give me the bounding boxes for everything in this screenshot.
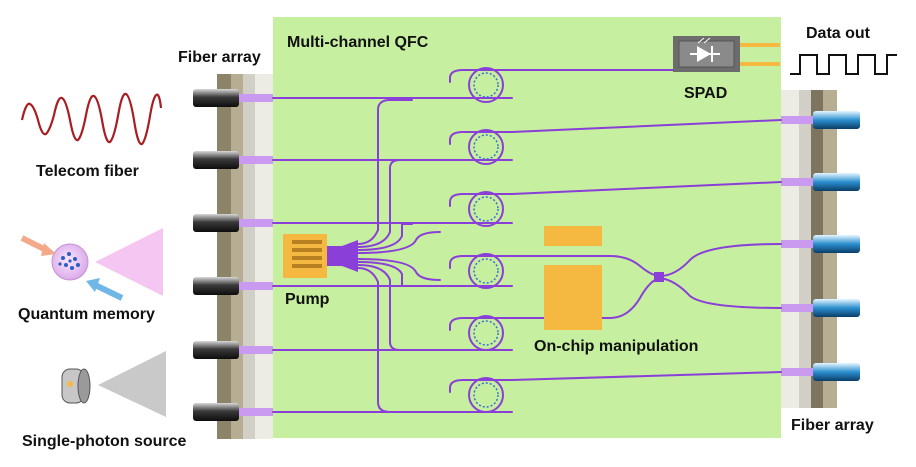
pump-laser [283, 234, 358, 278]
chip-body [273, 17, 781, 438]
left-fiber-3 [193, 214, 273, 232]
right-fibers [781, 111, 860, 381]
chip-title: Multi-channel QFC [287, 34, 429, 51]
rings [468, 67, 504, 413]
right-fiber-3 [781, 235, 860, 253]
left-fibers [193, 89, 273, 421]
right-fiber-5 [781, 363, 860, 381]
fiber-array-left [217, 74, 273, 439]
right-fiber-1 [781, 111, 860, 129]
quantum-memory-icon [20, 228, 163, 301]
single-photon-source-icon [61, 351, 166, 417]
on-chip-manipulation-pads [544, 226, 664, 330]
fiber-array-left-label: Fiber array [178, 49, 261, 66]
ring-1 [468, 67, 504, 103]
pump-label: Pump [285, 291, 330, 308]
spad-detector [673, 36, 780, 72]
ring-3 [468, 191, 504, 227]
fiber-array-right [781, 90, 837, 408]
ring-5 [468, 315, 504, 351]
single-photon-source-label: Single-photon source [22, 433, 187, 450]
right-fiber-2 [781, 173, 860, 191]
ring-4 [468, 253, 504, 289]
quantum-memory-label: Quantum memory [18, 306, 155, 323]
left-fiber-1 [193, 89, 273, 107]
left-fiber-6 [193, 403, 273, 421]
telecom-fiber-label: Telecom fiber [36, 163, 139, 180]
telecom-fiber-wave [20, 92, 163, 146]
left-fiber-2 [193, 151, 273, 169]
on-chip-manipulation-label: On-chip manipulation [534, 338, 698, 355]
right-fiber-4 [781, 299, 860, 317]
spad-label: SPAD [684, 85, 727, 102]
data-out-label: Data out [806, 25, 871, 42]
ring-6 [468, 377, 504, 413]
ring-2 [468, 129, 504, 165]
waveguides [272, 69, 782, 413]
fiber-array-right-label: Fiber array [791, 417, 874, 434]
left-fiber-5 [193, 341, 273, 359]
left-fiber-4 [193, 277, 273, 295]
data-out-pulses [790, 54, 897, 75]
